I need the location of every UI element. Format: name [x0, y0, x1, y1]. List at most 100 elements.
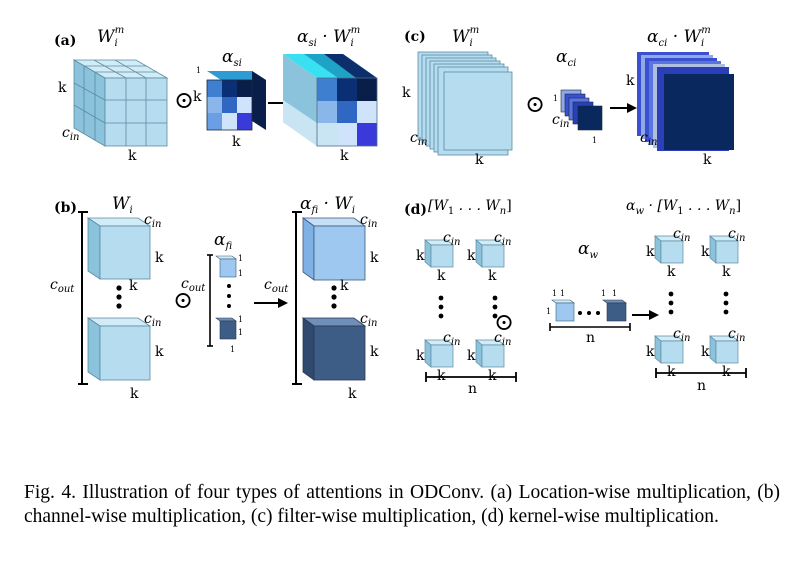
- hadamard-operator: ⊙: [525, 90, 545, 118]
- label-k: k: [488, 368, 497, 384]
- label-k: k: [646, 244, 655, 260]
- filter-cube-top: [86, 217, 152, 280]
- alpha-w-last-cell: [602, 299, 627, 322]
- alpha-w-first-cell: [551, 299, 575, 322]
- vertical-ellipsis: [723, 291, 729, 315]
- label-cin: cin: [673, 226, 690, 244]
- vertical-ellipsis: [492, 295, 498, 319]
- label-k: k: [722, 264, 731, 280]
- alpha-fi-top-cell: [215, 255, 237, 278]
- panel-a-tag: (a): [54, 33, 76, 49]
- label-cin: cin: [360, 212, 377, 230]
- odconv-diagram: (a) Wim k cin k ⊙ αsi: [50, 25, 747, 402]
- weighted-filter-top: [301, 217, 367, 281]
- arrow-d-head: [649, 310, 659, 320]
- label-cin: cin: [410, 130, 427, 148]
- panel-c-weight-title: Wim: [452, 25, 479, 49]
- figure-caption: Fig. 4. Illustration of four types of at…: [24, 482, 780, 527]
- label-k: k: [348, 386, 357, 402]
- label-n: n: [697, 378, 706, 394]
- hadamard-operator: ⊙: [494, 308, 514, 336]
- label-k: k: [155, 344, 164, 360]
- label-k: k: [475, 152, 484, 168]
- label-k: k: [370, 250, 379, 266]
- label-one: 1: [238, 328, 243, 337]
- panel-c-result-title: αci · Wim: [647, 25, 711, 49]
- vertical-ellipsis: [331, 285, 337, 309]
- panel-d-tag: (d): [404, 202, 427, 218]
- filter-weighted-result-cube: [637, 52, 734, 151]
- label-cout: cout: [50, 277, 75, 295]
- panel-d-result-title: αw · [W1 . . . Wn]: [626, 198, 741, 217]
- alpha-ci-vector: [560, 89, 603, 131]
- label-k: k: [340, 278, 349, 294]
- label-one: 1: [238, 254, 243, 263]
- kernel-cube: cin kk: [467, 330, 511, 384]
- label-cin: cin: [62, 125, 79, 143]
- vertical-ellipsis: [438, 295, 444, 319]
- label-k: k: [646, 344, 655, 360]
- label-k: k: [416, 348, 425, 364]
- label-one: 1: [592, 136, 597, 145]
- panel-a-result-title: αsi · Wim: [297, 25, 360, 49]
- label-k: k: [701, 244, 710, 260]
- panel-a: (a) Wim k cin k ⊙ αsi: [54, 25, 378, 164]
- label-k: k: [416, 248, 425, 264]
- label-k: k: [129, 278, 138, 294]
- alpha-si-grid: [206, 71, 266, 131]
- location-weighted-result-cube: [283, 54, 378, 147]
- alpha-w-label: αw: [578, 239, 598, 261]
- label-one: 1: [230, 345, 235, 354]
- panel-a-weight-title: Wim: [97, 25, 124, 49]
- panel-b-tag: (b): [54, 200, 77, 216]
- label-k: k: [437, 268, 446, 284]
- label-k: k: [722, 364, 731, 380]
- panel-d-weight-title: [W1 . . . Wn]: [428, 198, 512, 217]
- label-k: k: [155, 250, 164, 266]
- panel-c: (c) Wim k cin k ⊙ αci 1 cin 1 αci · Wim: [402, 25, 734, 168]
- label-one: 1: [552, 289, 557, 298]
- panel-b: (b) Wi cout cin k k cin k k ⊙ αfi cout: [50, 194, 379, 402]
- label-k: k: [130, 386, 139, 402]
- label-one: 1: [553, 94, 558, 103]
- horizontal-ellipsis: [578, 311, 600, 315]
- label-k: k: [467, 248, 476, 264]
- label-k: k: [488, 268, 497, 284]
- label-k: k: [626, 73, 635, 89]
- label-k: k: [467, 348, 476, 364]
- label-n: n: [468, 381, 477, 397]
- vertical-ellipsis: [116, 285, 122, 309]
- panel-b-weight-title: Wi: [112, 194, 133, 216]
- alpha-fi-label: αfi: [214, 230, 232, 252]
- label-k: k: [193, 89, 202, 105]
- panel-c-tag: (c): [404, 29, 426, 45]
- vertical-ellipsis: [668, 291, 674, 315]
- label-cin: cin: [494, 230, 511, 248]
- label-one: 1: [238, 269, 243, 278]
- alpha-ci-label: αci: [556, 47, 576, 69]
- label-cout: cout: [264, 277, 289, 295]
- label-cin: cin: [494, 330, 511, 348]
- label-k: k: [370, 344, 379, 360]
- label-k: k: [402, 85, 411, 101]
- location-weight-cube: [72, 59, 169, 147]
- arrow-c-head: [627, 103, 637, 113]
- label-cin: cin: [728, 226, 745, 244]
- label-cin: cin: [728, 326, 745, 344]
- weighted-filter-bottom: [301, 317, 367, 381]
- label-k: k: [437, 368, 446, 384]
- label-k: k: [703, 152, 712, 168]
- label-one: 1: [546, 307, 551, 316]
- label-k: k: [667, 364, 676, 380]
- filter-stack-cube: [417, 51, 513, 156]
- alpha-fi-bottom-cell: [215, 317, 237, 340]
- panel-b-result-title: αfi · Wi: [300, 194, 355, 216]
